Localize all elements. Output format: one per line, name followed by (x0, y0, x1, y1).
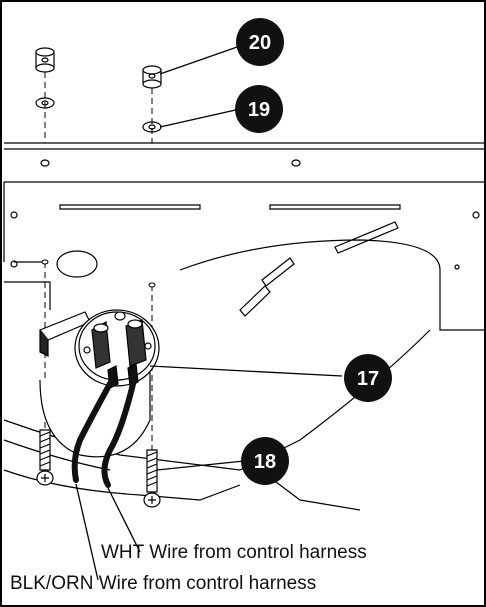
callout-19: 19 (235, 85, 283, 133)
nut-left (35, 47, 55, 73)
blk-orn-wire-caption: BLK/ORN Wire from control harness (10, 573, 316, 594)
screw-18 (143, 449, 161, 508)
screw-left (36, 429, 54, 486)
callout-20: 20 (236, 18, 284, 66)
blk-orn-wire (71, 377, 115, 483)
callout-20-label: 20 (249, 32, 271, 54)
callout-18-label: 18 (254, 451, 276, 473)
mounting-plate (4, 142, 484, 183)
callout-17: 17 (344, 354, 392, 402)
wht-wire-caption: WHT Wire from control harness (101, 542, 367, 563)
switch-assembly (39, 309, 160, 458)
callout-18: 18 (241, 437, 289, 485)
callout-19-label: 19 (248, 99, 270, 121)
leader-lines (75, 45, 343, 581)
nut-20 (142, 65, 162, 89)
hole-right (148, 282, 156, 288)
wht-wire (101, 377, 137, 488)
round-plug (56, 250, 98, 278)
wires (71, 377, 137, 488)
callout-17-label: 17 (357, 368, 379, 390)
hole-left (41, 259, 49, 265)
